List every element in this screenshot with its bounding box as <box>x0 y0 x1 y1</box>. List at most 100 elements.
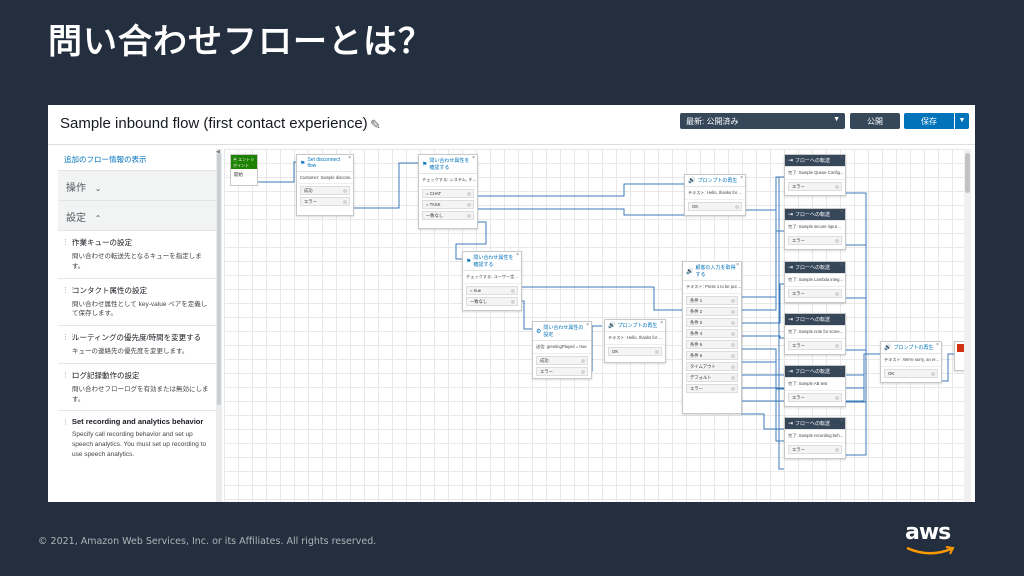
close-icon[interactable]: × <box>472 155 475 161</box>
close-icon[interactable]: × <box>840 314 843 320</box>
branch[interactable]: 条件 1 <box>686 296 738 305</box>
branch[interactable]: エラー <box>686 384 738 393</box>
branch-error[interactable]: エラー <box>536 367 588 376</box>
close-icon[interactable]: × <box>840 209 843 215</box>
close-icon[interactable]: × <box>516 252 519 258</box>
block-set-logging-behavior[interactable]: ⋮⋮ ログ記録動作の設定 問い合わせフローログを有効または無効にします。 <box>58 362 216 411</box>
block-set-recording-behavior[interactable]: ⋮⋮ Set recording and analytics behavior … <box>58 410 216 466</box>
connector <box>741 230 784 311</box>
chevron-down-icon: ▼ <box>833 116 840 123</box>
drag-handle-icon[interactable]: ⋮⋮ <box>62 286 76 294</box>
flow-canvas[interactable]: ▣ エントリポイント 開始 ⚑Set disconnect flow × Cus… <box>224 149 964 502</box>
branch[interactable]: 条件 2 <box>686 307 738 316</box>
block-transfer-to-flow-2[interactable]: ⇥フローへの転送 × 完了: Sample secure input ... エ… <box>784 208 846 250</box>
close-icon[interactable]: × <box>840 155 843 161</box>
section-actions[interactable]: 操作 ⌄ <box>58 170 216 200</box>
save-button[interactable]: 保存 <box>904 113 954 129</box>
branch-success[interactable]: 成功 <box>536 356 588 365</box>
close-icon[interactable]: × <box>740 175 743 181</box>
close-icon[interactable]: × <box>348 155 351 161</box>
save-dropdown-button[interactable]: ▼ <box>955 113 969 129</box>
block-sub: 完了: Sample secure input ... <box>785 221 845 234</box>
branch[interactable]: 条件 4 <box>686 329 738 338</box>
block-partial-offscreen[interactable] <box>954 341 964 371</box>
connector <box>521 300 532 330</box>
block-title: フローへの転送 <box>795 369 831 375</box>
branch[interactable]: 条件 6 <box>686 351 738 360</box>
block-play-prompt-top[interactable]: 🔊プロンプトの再生 × テキスト: Hello, thanks for ... … <box>684 174 746 216</box>
section-settings[interactable]: 設定 ⌃ <box>58 200 216 230</box>
block-check-contact-attributes-2[interactable]: ⚑問い合わせ属性を確認する × チェックする: ユーザー定... = true … <box>462 251 522 311</box>
close-icon[interactable]: × <box>840 366 843 372</box>
block-title: フローへの転送 <box>795 212 831 218</box>
close-icon[interactable]: × <box>840 418 843 424</box>
branch[interactable]: 一致なし <box>466 297 518 306</box>
block-sub: チェックする: ユーザー定... <box>463 271 521 284</box>
drag-handle-icon[interactable]: ⋮⋮ <box>62 334 76 341</box>
flow-editor-screenshot: Sample inbound flow (first contact exper… <box>48 105 975 502</box>
branch[interactable]: = CHAT <box>422 189 474 198</box>
branch-ok[interactable]: OK <box>608 347 662 356</box>
branch[interactable]: タイムアウト <box>686 362 738 371</box>
branch[interactable]: = true <box>466 286 518 295</box>
aws-logo: aws <box>905 520 957 558</box>
block-set-working-queue[interactable]: ⋮⋮ 作業キューの設定 問い合わせの転送先となるキューを指定します。 <box>58 230 216 278</box>
edit-pencil-icon[interactable]: ✎ <box>370 117 381 132</box>
branch-error[interactable]: エラー <box>788 236 842 245</box>
canvas-scrollbar[interactable] <box>964 149 971 502</box>
branch-error[interactable]: エラー <box>788 289 842 298</box>
sidebar-scrollbar[interactable]: ◀ <box>216 149 222 502</box>
block-transfer-to-flow-4[interactable]: ⇥フローへの転送 × 完了: Sample note for scree... … <box>784 313 846 355</box>
collapse-arrow-icon[interactable]: ◀ <box>216 149 220 155</box>
close-icon[interactable]: × <box>840 262 843 268</box>
branch-success[interactable]: 成功 <box>300 186 350 195</box>
branch[interactable]: デフォルト <box>686 373 738 382</box>
publish-button[interactable]: 公開 <box>850 113 900 129</box>
branch-ok[interactable]: OK <box>884 369 938 378</box>
drag-handle-icon[interactable]: ⋮⋮ <box>62 371 76 379</box>
block-title: プロンプトの再生 <box>893 345 934 351</box>
close-icon[interactable]: × <box>936 342 939 348</box>
block-sub: 完了: Sample Queue Config... <box>785 167 845 180</box>
connector <box>478 183 684 197</box>
entry-point-block[interactable]: ▣ エントリポイント 開始 <box>230 154 258 186</box>
block-transfer-to-flow-6[interactable]: ⇥フローへの転送 × 完了: Sample recording beh... エ… <box>784 417 846 459</box>
block-play-prompt-right[interactable]: 🔊プロンプトの再生 × テキスト: We're sorry, an er... … <box>880 341 942 383</box>
block-set-contact-attributes[interactable]: ⋮⋮ コンタクト属性の設定 問い合わせ属性として key-value ペアを定義… <box>58 277 216 325</box>
block-title: フローへの転送 <box>795 265 831 271</box>
drag-handle-icon[interactable]: ⋮⋮ <box>62 419 76 427</box>
branch[interactable]: = TASK <box>422 200 474 209</box>
user-icon: ⚑ <box>422 161 428 168</box>
block-set-disconnect-flow[interactable]: ⚑Set disconnect flow × Customer: Sample … <box>296 154 354 216</box>
branch-error[interactable]: エラー <box>788 393 842 402</box>
close-icon[interactable]: × <box>736 262 739 268</box>
block-transfer-to-flow-1[interactable]: ⇥フローへの転送 × 完了: Sample Queue Config... エラ… <box>784 154 846 196</box>
block-check-contact-attributes[interactable]: ⚑問い合わせ属性を確認する × チェックする: システム, チ... = CHA… <box>418 154 478 229</box>
branch[interactable]: 条件 3 <box>686 318 738 327</box>
more-flow-info-link[interactable]: 追加のフロー情報の表示 <box>64 155 147 164</box>
block-play-prompt-mid[interactable]: 🔊プロンプトの再生 × テキスト: Hello, thanks for ... … <box>604 319 666 363</box>
connector <box>846 354 867 456</box>
branch-error[interactable]: エラー <box>788 445 842 454</box>
branch[interactable]: 一致なし <box>422 211 474 220</box>
branch-error[interactable]: エラー <box>788 341 842 350</box>
branch-error[interactable]: エラー <box>300 197 350 206</box>
close-icon[interactable]: × <box>660 320 663 326</box>
branch-ok[interactable]: OK <box>688 202 742 211</box>
block-transfer-to-flow-5[interactable]: ⇥フローへの転送 × 完了: Sample AB test エラー <box>784 365 846 407</box>
block-change-routing-priority[interactable]: ⋮⋮ ルーティングの優先度/時間を変更する キューの連絡先の優先度を変更します。 <box>58 325 216 363</box>
transfer-icon: ⇥ <box>788 212 794 218</box>
close-icon[interactable]: × <box>586 322 589 328</box>
branch-error[interactable]: エラー <box>788 182 842 191</box>
block-get-customer-input[interactable]: 🔊顧客の入力を取得する × テキスト: Press 1 to be put ..… <box>682 261 742 414</box>
block-title: プロンプトの再生 <box>697 178 738 184</box>
version-select[interactable]: 最新: 公開済み ▼ <box>680 113 845 129</box>
connector <box>478 208 694 216</box>
block-transfer-to-flow-3[interactable]: ⇥フローへの転送 × 完了: Sample Lambda integ... エラ… <box>784 261 846 303</box>
scrollbar-thumb[interactable] <box>965 153 970 193</box>
branch[interactable]: 条件 5 <box>686 340 738 349</box>
block-set-contact-attributes[interactable]: ⚙問い合わせ属性の設定 × 送信: greetingPlayed = true … <box>532 321 592 379</box>
scrollbar-thumb[interactable] <box>217 153 221 405</box>
connector <box>940 353 954 382</box>
drag-handle-icon[interactable]: ⋮⋮ <box>62 239 76 246</box>
